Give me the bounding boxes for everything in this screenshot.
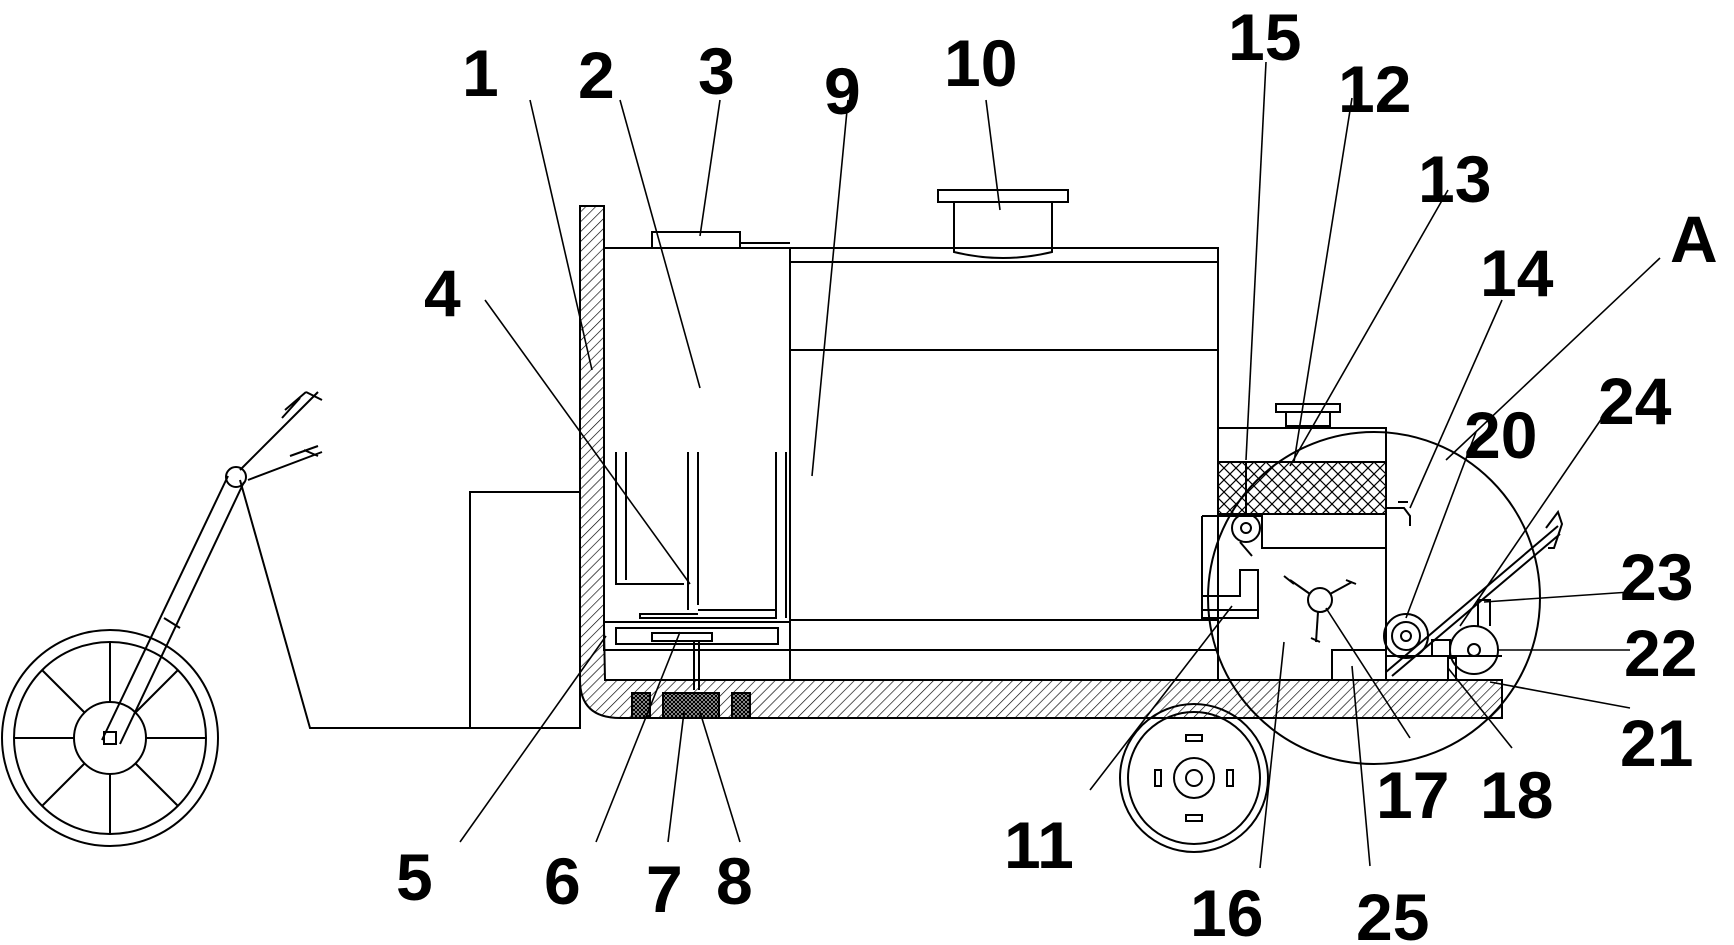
- label-6: 6: [544, 844, 581, 918]
- label-5: 5: [396, 840, 433, 914]
- label-3: 3: [698, 34, 735, 108]
- label-16: 16: [1190, 876, 1263, 945]
- label-23: 23: [1620, 540, 1693, 614]
- frame-tube: [239, 479, 470, 729]
- label-A: A: [1670, 202, 1718, 276]
- label-7: 7: [646, 852, 683, 926]
- label-17: 17: [1376, 758, 1449, 832]
- label-9: 9: [824, 54, 861, 128]
- leader-lines: [459, 61, 1661, 869]
- front-box: [469, 491, 581, 729]
- label-1: 1: [462, 36, 499, 110]
- main-tank: [789, 189, 1219, 681]
- label-10: 10: [944, 26, 1017, 100]
- label-4: 4: [424, 256, 461, 330]
- compartment: [603, 231, 791, 719]
- label-8: 8: [716, 844, 753, 918]
- label-13: 13: [1418, 142, 1491, 216]
- label-25: 25: [1356, 880, 1429, 945]
- chassis: [579, 205, 1503, 719]
- label-21: 21: [1620, 706, 1693, 780]
- front-wheel: [1, 629, 219, 847]
- reference-numerals: 1 2 3 4 5 6 7 8 9 10 11 12 13 14 15 16 1…: [396, 0, 1718, 945]
- label-20: 20: [1464, 398, 1537, 472]
- label-18: 18: [1480, 758, 1553, 832]
- label-11: 11: [1004, 808, 1074, 882]
- fork-and-handlebar: [101, 391, 323, 745]
- label-14: 14: [1480, 236, 1554, 310]
- right-housing: [1201, 403, 1564, 765]
- label-24: 24: [1598, 364, 1672, 438]
- label-12: 12: [1338, 52, 1411, 126]
- label-2: 2: [578, 38, 615, 112]
- rear-wheel: [1119, 703, 1269, 853]
- label-15: 15: [1228, 0, 1301, 74]
- label-22: 22: [1624, 616, 1697, 690]
